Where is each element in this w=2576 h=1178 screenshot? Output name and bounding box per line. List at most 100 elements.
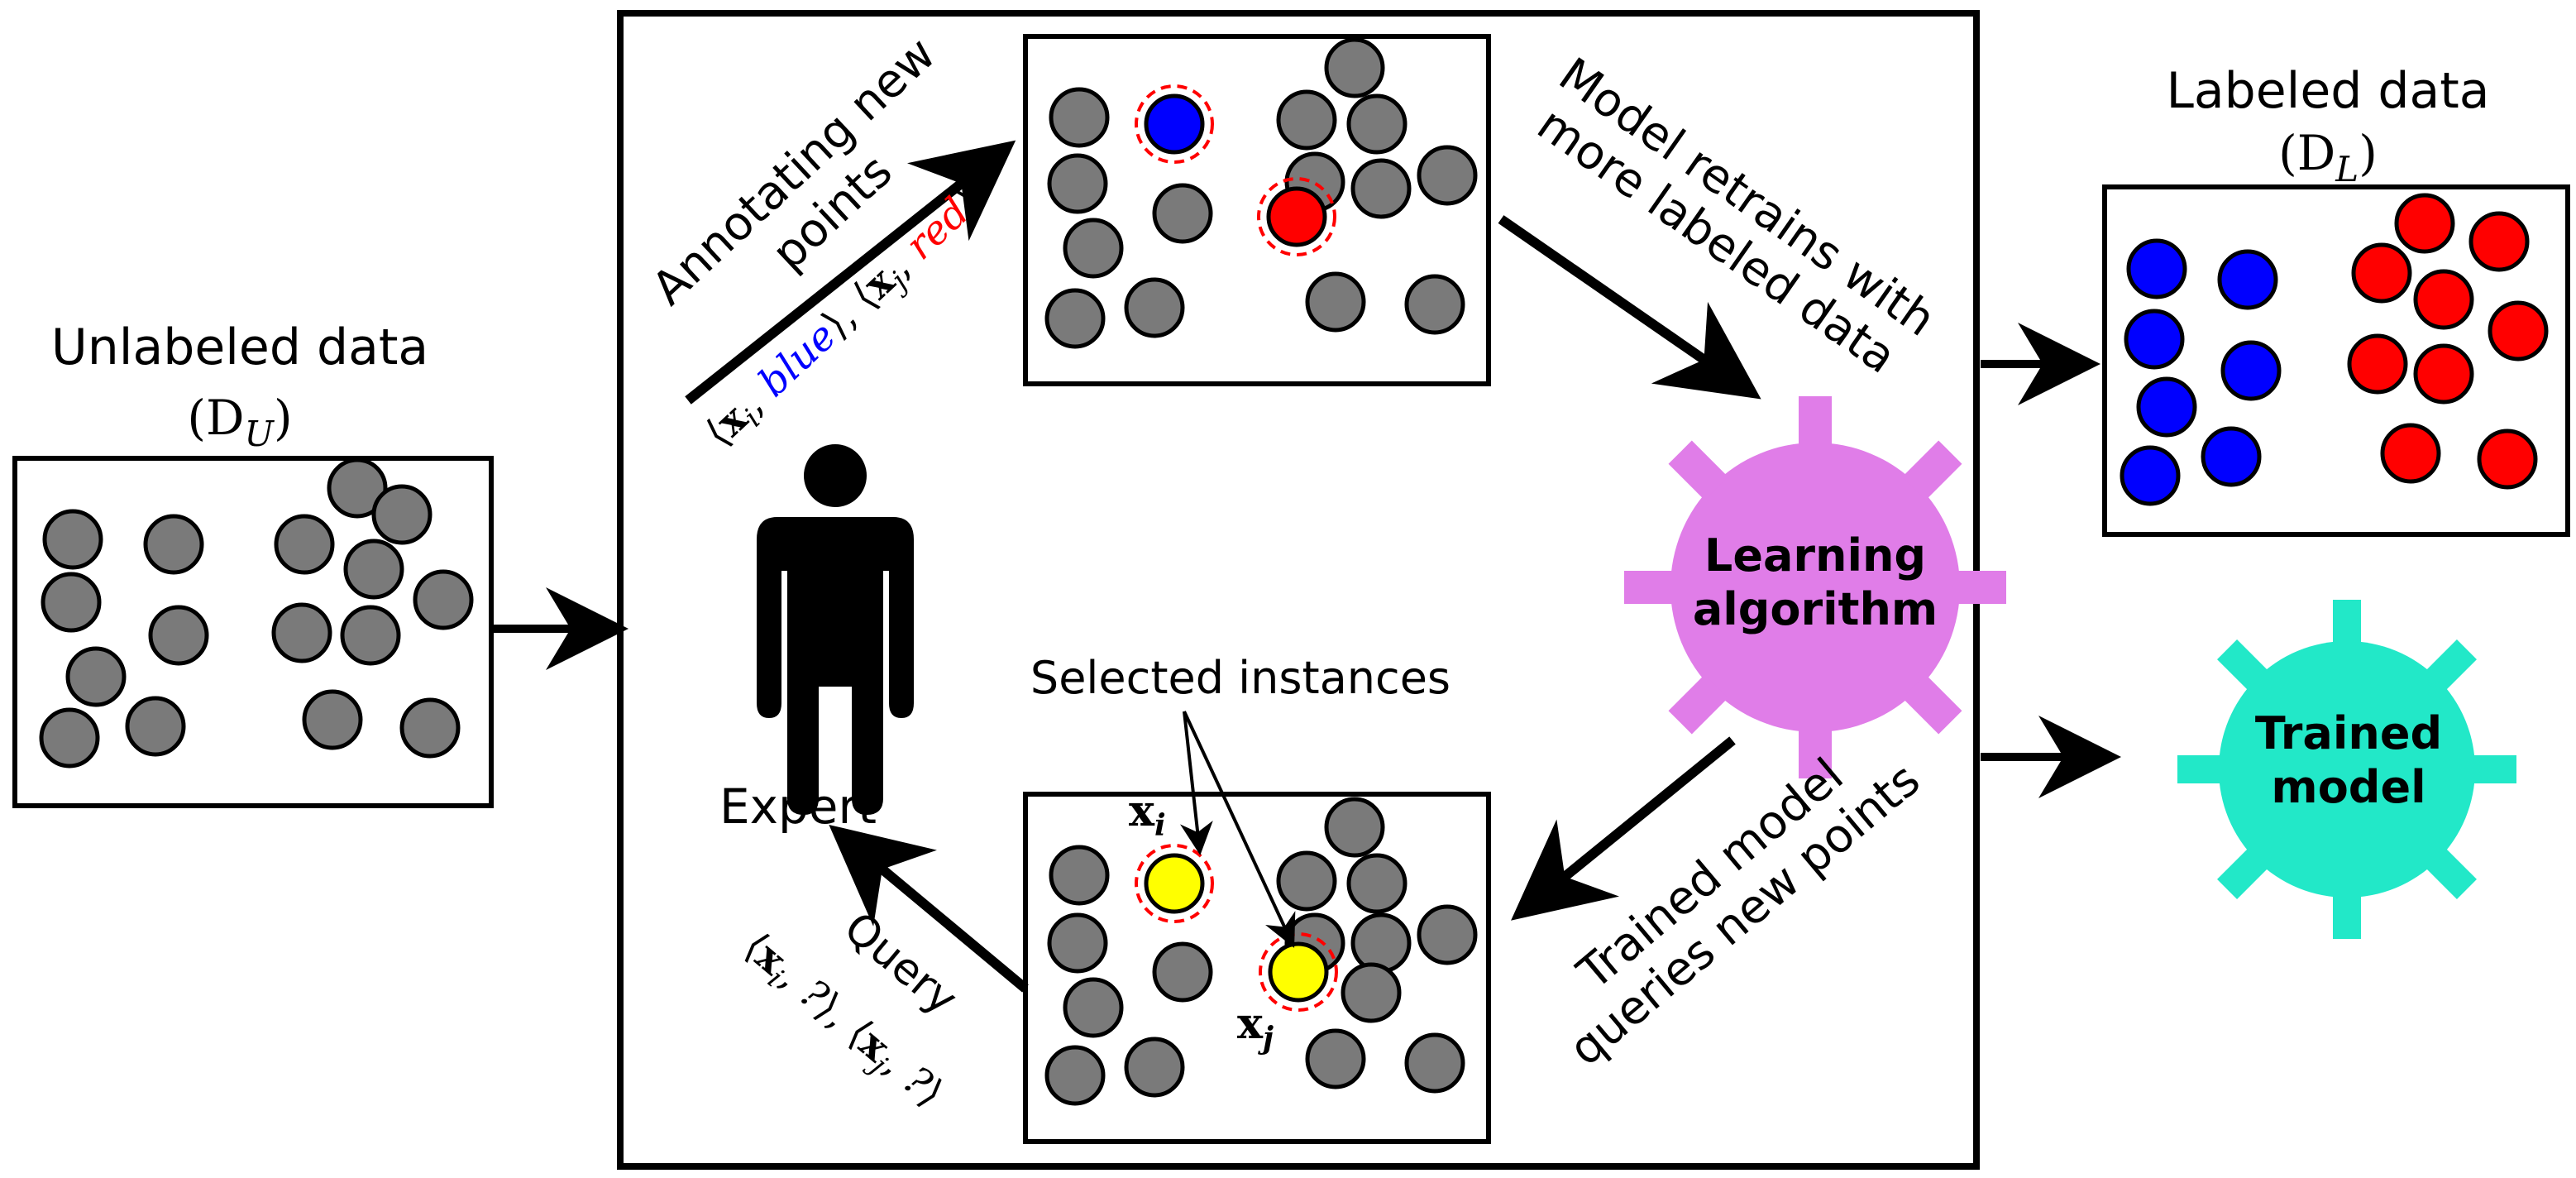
svg-text:queries new points: queries new points [1560, 753, 1931, 1076]
data-point-red [2380, 423, 2441, 484]
data-point-blue [2201, 426, 2262, 487]
data-point [371, 484, 433, 545]
data-point [1417, 145, 1478, 206]
data-point [1350, 912, 1412, 974]
data-point-blue [2126, 238, 2187, 299]
labeled-title: Labeled data [2166, 62, 2489, 120]
data-point [1047, 153, 1108, 214]
learning-label-2: algorithm [1693, 583, 1938, 635]
data-point-blue [2120, 445, 2181, 506]
expert-label: Expert [719, 778, 877, 835]
data-point-red [2394, 193, 2455, 254]
retrain-label: Model retrains with more labeled data [1527, 48, 1944, 385]
queries-label: Trained model queries new points [1560, 748, 1931, 1076]
data-point [1305, 271, 1366, 333]
query-arrow [829, 824, 1029, 993]
gear-icon [1624, 396, 2006, 778]
labeled-symbol: (DL) [2278, 125, 2378, 189]
data-point [1341, 962, 1402, 1023]
data-point-blue [2220, 340, 2282, 401]
data-point [1049, 845, 1110, 906]
data-point-blue [2136, 376, 2197, 438]
query-model-arrow [1511, 736, 1736, 921]
data-point [148, 605, 209, 666]
data-point [271, 602, 332, 663]
data-point [1324, 797, 1385, 858]
data-point [41, 572, 102, 633]
data-point [413, 569, 474, 630]
data-point [1305, 1028, 1366, 1089]
trained-model-gear: Trained model [2177, 600, 2516, 939]
data-point [1404, 1032, 1465, 1094]
query-ring-j [1259, 932, 1338, 1012]
data-point-red [2477, 429, 2538, 490]
data-point-red [2347, 333, 2408, 395]
annotated-panel [1023, 34, 1491, 386]
data-point [1152, 183, 1213, 244]
data-point [1063, 218, 1124, 279]
data-point [340, 605, 401, 666]
data-point [1276, 89, 1337, 151]
data-point [1124, 277, 1185, 338]
unlabeled-symbol: (DU) [187, 390, 292, 454]
data-point [1124, 1037, 1185, 1098]
data-point [125, 696, 186, 757]
data-point [1404, 274, 1465, 335]
person-icon [757, 444, 914, 815]
data-point-red [2468, 211, 2530, 272]
selected-pointer-j [1183, 711, 1296, 948]
data-point-selected [1268, 941, 1329, 1003]
data-point-red [2413, 343, 2474, 405]
data-point [39, 707, 100, 769]
unlabeled-pool: Unlabeled data (DU) [12, 318, 494, 808]
labeled-pool: Labeled data (DL) [2102, 62, 2570, 537]
data-point-blue [1144, 93, 1205, 155]
instance-xj-label: xj [1237, 998, 1274, 1056]
data-point [143, 514, 204, 575]
trained-label-1: Trained [2255, 707, 2442, 759]
trained-label-2: model [2271, 761, 2425, 813]
data-point [1346, 93, 1407, 155]
annotated-ring-i [1135, 84, 1214, 164]
data-point [399, 697, 461, 759]
annotate-arrow [685, 140, 1016, 405]
data-point [1276, 850, 1337, 912]
data-point-red [2351, 242, 2412, 304]
annotated-ring-j [1257, 177, 1336, 256]
learning-label-1: Learning [1704, 529, 1926, 582]
annotate-label: Annotating new points [642, 27, 946, 316]
gear-icon [2177, 600, 2516, 939]
data-point-red [1266, 186, 1327, 247]
data-point [1324, 37, 1385, 98]
data-point-red [2488, 300, 2549, 362]
data-point [327, 457, 388, 519]
data-point [1047, 912, 1108, 974]
data-point [1350, 158, 1412, 219]
retrain-arrow [1498, 215, 1761, 400]
instance-xi-label: xi [1129, 786, 1166, 843]
data-point [1346, 853, 1407, 914]
data-point [42, 509, 103, 570]
selected-pointer-i [1180, 711, 1213, 855]
data-point-selected [1144, 853, 1205, 914]
selected-instances-label: Selected instances [1030, 652, 1450, 704]
data-point [1063, 977, 1124, 1038]
annotation-pairs: ⟨xi, blue⟩, ⟨xj, red⟩ [696, 178, 993, 460]
data-point [302, 689, 363, 750]
data-point [274, 514, 335, 575]
learning-algorithm-gear: Learning algorithm [1624, 396, 2006, 778]
data-point [65, 646, 127, 707]
unlabeled-title: Unlabeled data [51, 318, 428, 376]
data-point [1044, 1045, 1106, 1106]
data-point-blue [2217, 249, 2278, 310]
data-point-blue [2124, 309, 2185, 370]
data-point [1049, 87, 1110, 148]
svg-text:⟨xi, blue⟩, ⟨xj, red⟩: ⟨xi, blue⟩, ⟨xj, red⟩ [696, 178, 993, 460]
query-ring-i [1135, 844, 1214, 923]
data-point [343, 539, 404, 600]
data-point [1152, 941, 1213, 1003]
data-point [1417, 904, 1478, 965]
data-point-red [2413, 269, 2474, 330]
data-point [1044, 288, 1106, 349]
